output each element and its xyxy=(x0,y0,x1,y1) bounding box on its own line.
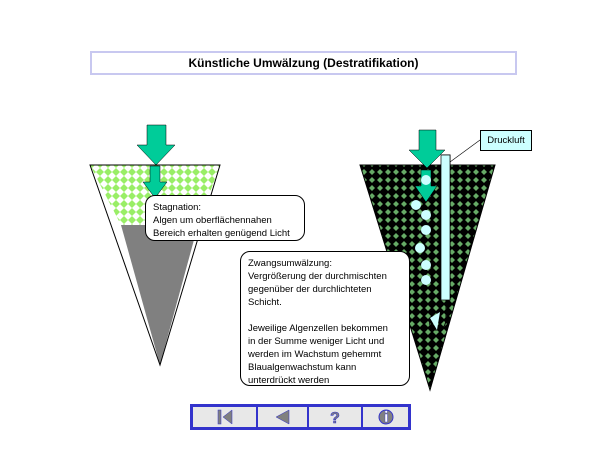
text-line: Jeweilige Algenzellen bekommen xyxy=(248,323,388,334)
navigation-bar: ? xyxy=(190,404,411,430)
back-icon xyxy=(274,409,289,425)
callout-line xyxy=(449,139,481,163)
text-line: gegenüber der durchlichteten xyxy=(248,284,372,295)
help-button[interactable]: ? xyxy=(308,406,362,428)
text-line: werden im Wachstum gehemmt xyxy=(248,349,382,360)
text-line: Bereich erhalten genügend Licht xyxy=(153,228,290,239)
svg-text:?: ? xyxy=(330,410,340,426)
first-icon xyxy=(217,409,232,425)
down-arrow-icon xyxy=(136,124,176,199)
text-line: Algen um oberflächennahen xyxy=(153,215,272,226)
spacer xyxy=(248,309,402,322)
text-line: in der Summe weniger Licht und xyxy=(248,336,385,347)
text-line: Vergrößerung der durchmischten xyxy=(248,271,387,282)
text-line: Stagnation: xyxy=(153,202,202,213)
stagnation-textbox: Stagnation: Algen um oberflächennahen Be… xyxy=(145,195,305,241)
page-title: Künstliche Umwälzung (Destratifikation) xyxy=(90,51,517,75)
down-arrow-icon xyxy=(408,129,446,203)
text-line: unterdrückt werden xyxy=(248,375,330,386)
first-button[interactable] xyxy=(192,406,257,428)
destratification-textbox: Zwangsumwälzung: Vergrößerung der durchm… xyxy=(240,251,410,386)
back-button[interactable] xyxy=(257,406,308,428)
druckluft-label: Druckluft xyxy=(480,130,532,151)
info-button[interactable] xyxy=(362,406,409,428)
air-bubbles xyxy=(411,175,431,285)
text-line: Zwangsumwälzung: xyxy=(248,258,332,269)
info-icon xyxy=(378,409,393,425)
text-line: Blaualgenwachstum kann xyxy=(248,362,357,373)
air-pipe xyxy=(429,154,451,331)
text-line: Schicht. xyxy=(248,297,282,308)
help-icon: ? xyxy=(330,410,340,426)
